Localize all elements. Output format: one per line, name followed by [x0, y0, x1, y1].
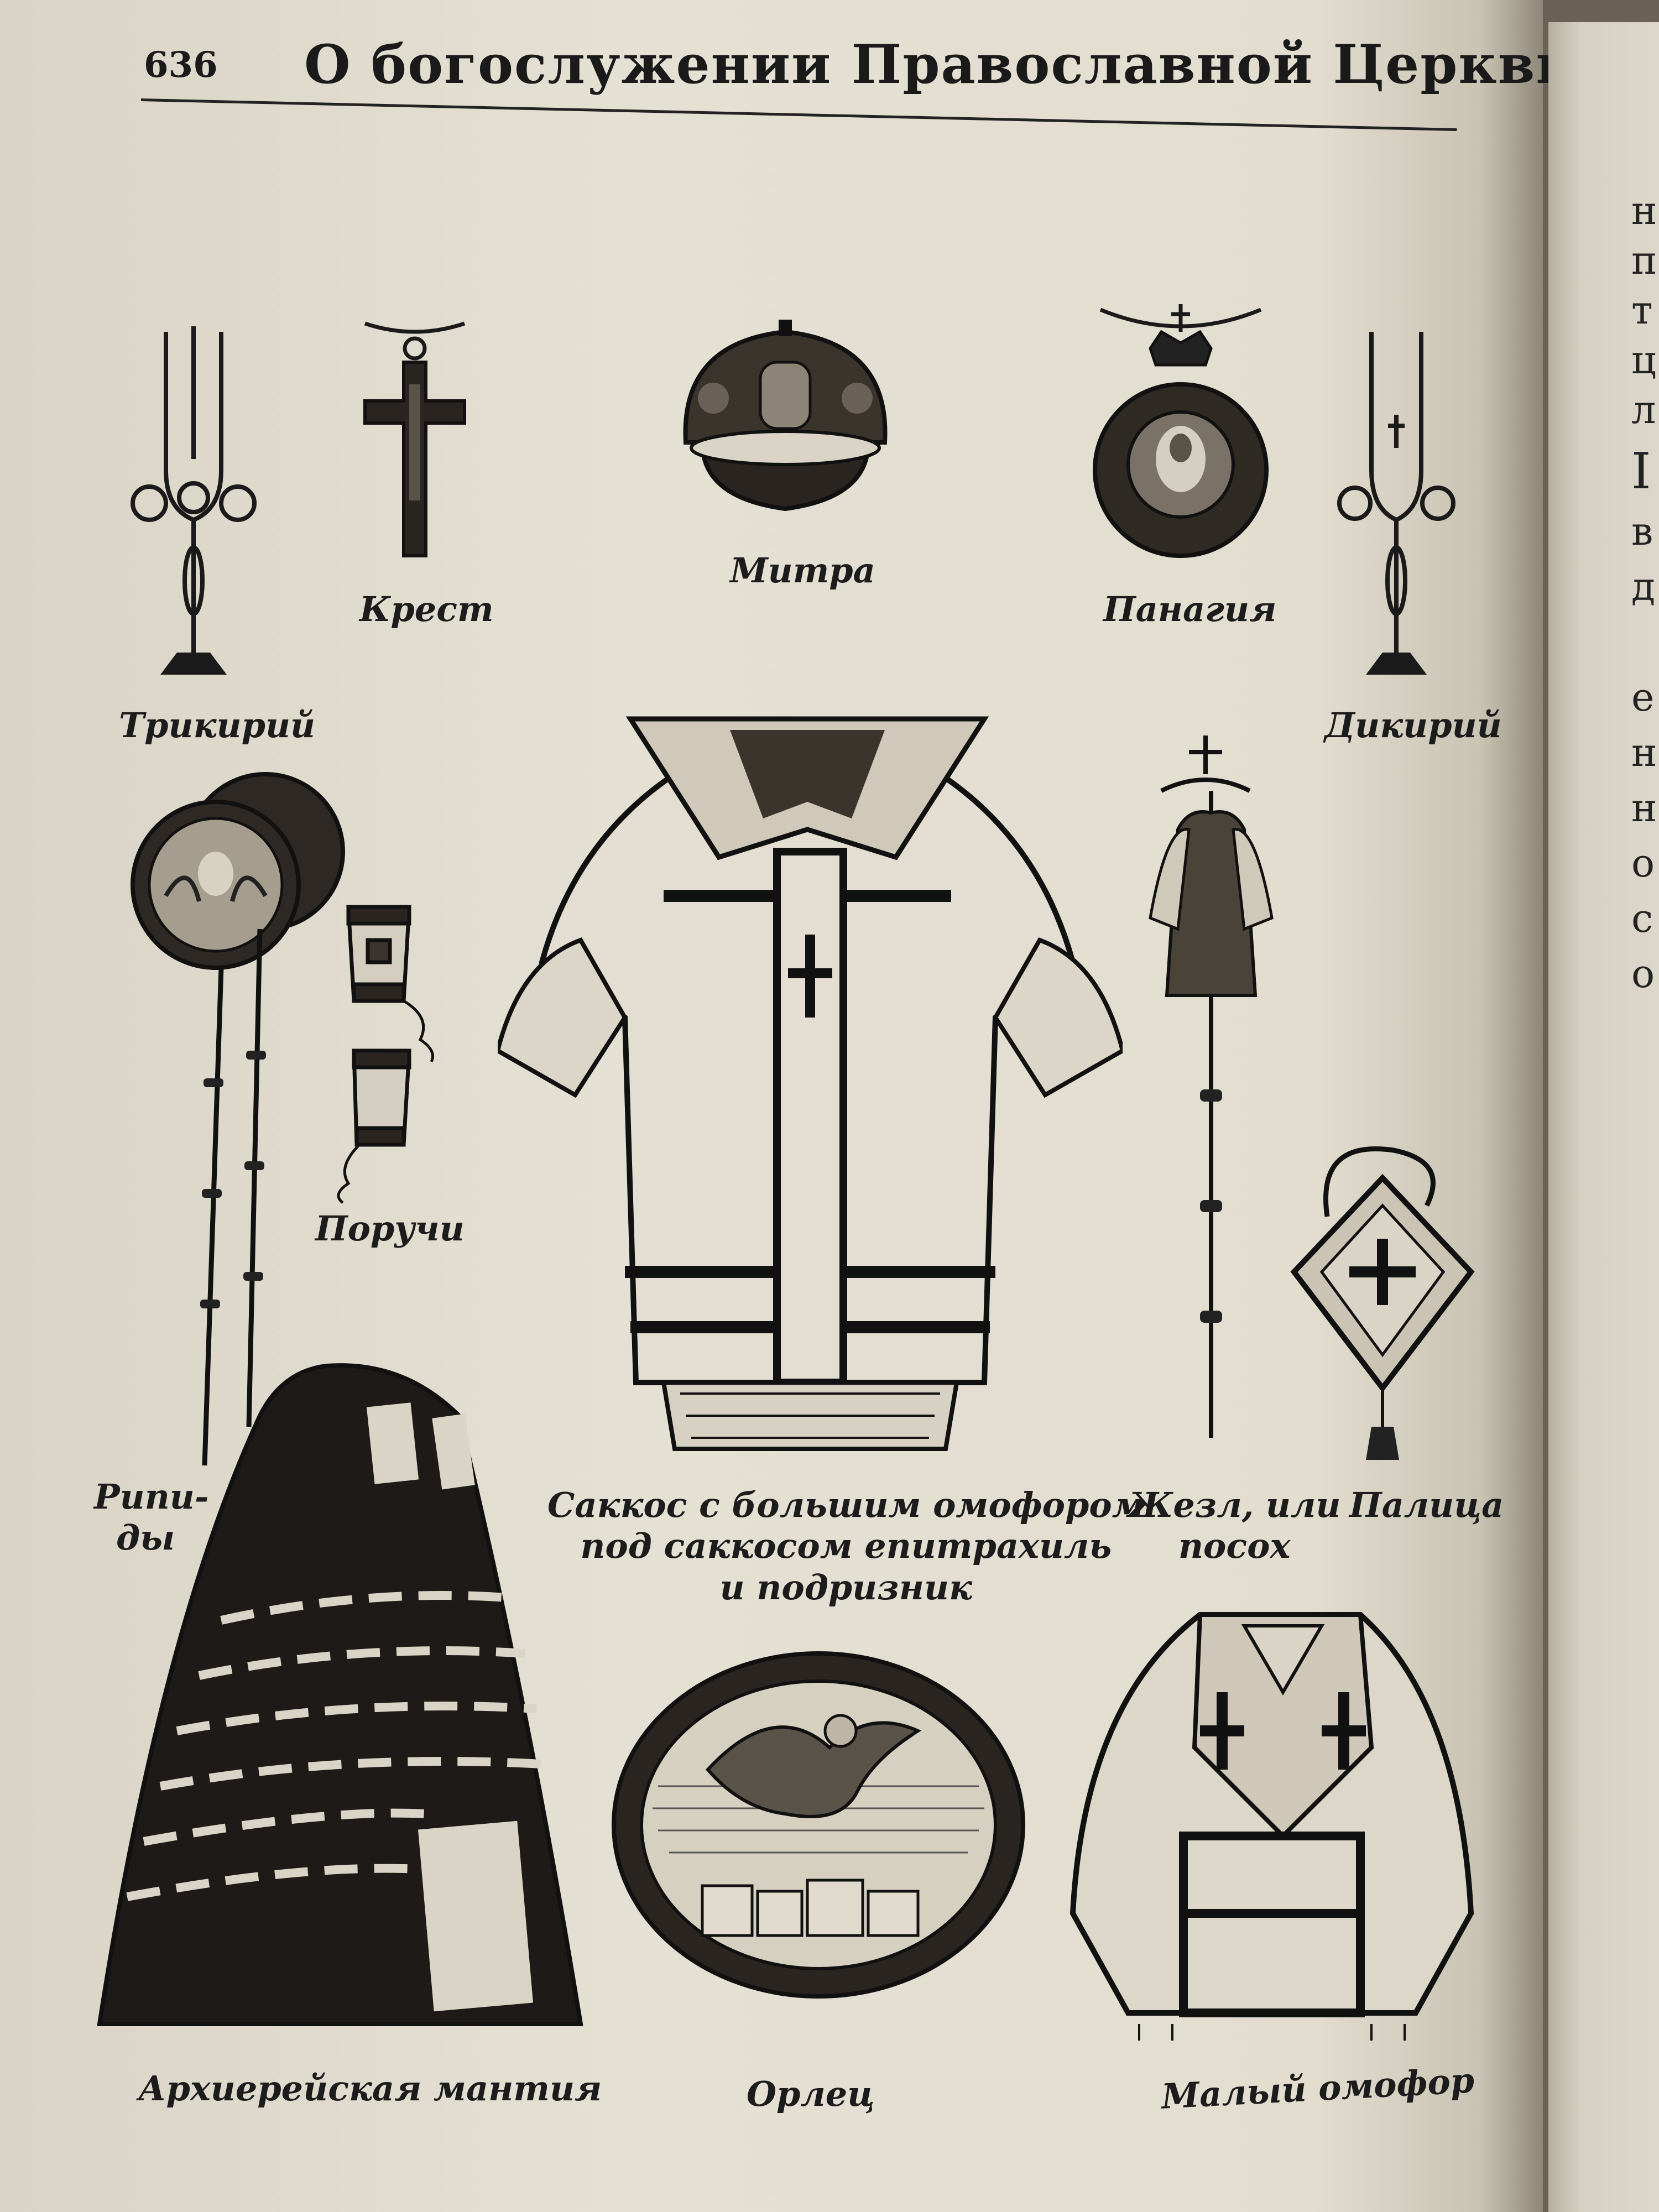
- caption-zhezl: Жезл, или посох: [1128, 1485, 1340, 1567]
- caption-trikiriy: Трикирий: [119, 705, 316, 745]
- adjacent-fragment: в: [1631, 509, 1653, 554]
- adjacent-fragment: н: [1631, 730, 1657, 775]
- adjacent-fragment: о: [1631, 841, 1655, 886]
- krest-illustration: [332, 318, 498, 567]
- running-title: О богослужении Православной Церкви: [304, 33, 1577, 96]
- adjacent-fragment: I: [1631, 442, 1651, 500]
- caption-sakkos-line2: под саккосом епитрахиль: [580, 1526, 1112, 1567]
- caption-sakkos: Саккос с большим омофором под саккосом е…: [547, 1485, 1145, 1608]
- ripidy-illustration: [122, 747, 359, 1477]
- panagiya-illustration: [1089, 299, 1272, 575]
- page-header: 636 О богослужении Православной Церкви: [144, 33, 1575, 105]
- mitra-illustration: [669, 310, 901, 520]
- caption-mitra: Митра: [730, 550, 875, 591]
- maliy-omofor-illustration: [1062, 1604, 1482, 2046]
- orlets-illustration: [608, 1648, 1029, 2002]
- caption-panagiya: Панагия: [1103, 589, 1277, 629]
- palitsa-illustration: [1283, 1128, 1482, 1460]
- adjacent-fragment: ц: [1631, 337, 1657, 383]
- sakkos-illustration: [498, 675, 1123, 1465]
- caption-ripidy-line2: ды: [116, 1517, 175, 1558]
- caption-ripidy-line1: Рипи-: [94, 1477, 209, 1517]
- adjacent-fragment: о: [1631, 951, 1655, 997]
- caption-zhezl-line2: посох: [1178, 1526, 1291, 1567]
- poruchi-illustration: [326, 896, 448, 1206]
- caption-krest: Крест: [359, 589, 494, 629]
- caption-mantiya: Архиерейская мантия: [138, 2068, 602, 2109]
- trikiriy-illustration: [122, 321, 265, 686]
- adjacent-fragment: т: [1631, 288, 1653, 333]
- caption-sakkos-line1: Саккос с большим омофором: [547, 1485, 1145, 1525]
- caption-maliy-omofor: Малый омофор: [1160, 2060, 1475, 2117]
- adjacent-fragment: д: [1631, 564, 1656, 609]
- adjacent-fragment: с: [1631, 896, 1653, 941]
- caption-palitsa: Палица: [1349, 1485, 1504, 1525]
- adjacent-fragment: н: [1631, 188, 1657, 233]
- caption-zhezl-line1: Жезл, или: [1128, 1485, 1341, 1525]
- zhezl-illustration: [1128, 730, 1294, 1443]
- caption-dikiriy: Дикирий: [1324, 705, 1502, 745]
- dikiriy-illustration: [1333, 321, 1460, 686]
- caption-ripidy: Рипи- ды: [94, 1477, 209, 1559]
- mantiya-illustration: [94, 1355, 592, 2030]
- adjacent-fragment: п: [1631, 238, 1657, 283]
- page-number: 636: [144, 44, 218, 86]
- caption-poruchi: Поручи: [315, 1208, 465, 1249]
- caption-orlets: Орлец: [747, 2074, 875, 2114]
- adjacent-fragment: е: [1631, 675, 1655, 720]
- adjacent-fragment: н: [1631, 785, 1657, 831]
- book-page: 636 О богослужении Православной Церкви Т…: [0, 0, 1575, 2212]
- caption-sakkos-line3: и подризник: [719, 1567, 973, 1608]
- adjacent-fragment: л: [1631, 387, 1656, 432]
- adjacent-page-edge: н п т ц л I в д е н н о с о: [1548, 22, 1659, 2212]
